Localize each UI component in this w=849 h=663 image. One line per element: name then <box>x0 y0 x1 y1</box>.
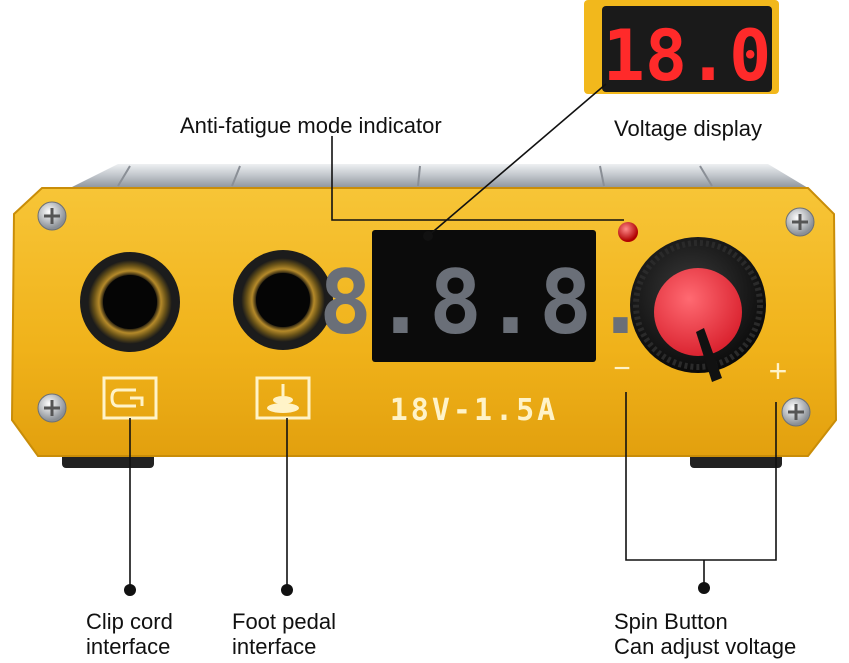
minus-sign: − <box>613 352 631 385</box>
clip-cord-label: Clip cord interface <box>86 609 173 659</box>
rating-label: 18V-1.5A <box>390 393 559 428</box>
foot-pedal-label: Foot pedal interface <box>232 609 336 659</box>
screw-icon <box>37 201 67 231</box>
voltage-display-inset: 18.0 <box>584 0 779 97</box>
front-display-digits: 8.8.8. <box>319 251 649 354</box>
svg-text:18.0: 18.0 <box>603 15 772 97</box>
plus-sign: + <box>769 353 788 389</box>
clip-cord-jack[interactable] <box>80 252 180 352</box>
foot-pedal-jack[interactable] <box>233 250 333 350</box>
spin-button-knob[interactable] <box>630 237 766 382</box>
screw-icon <box>37 393 67 423</box>
anti-fatigue-led <box>618 222 638 242</box>
callout-lines <box>129 83 777 588</box>
foot-pedal-icon <box>255 376 311 420</box>
voltage-display-label: Voltage display <box>614 116 762 141</box>
callout-dots <box>124 231 710 596</box>
housing-top <box>70 164 808 188</box>
front-display-bezel <box>372 230 596 362</box>
screw-icon <box>785 207 815 237</box>
spin-button-label: Spin Button Can adjust voltage <box>614 609 797 659</box>
anti-fatigue-label: Anti-fatigue mode indicator <box>180 113 442 138</box>
screw-icon <box>781 397 811 427</box>
